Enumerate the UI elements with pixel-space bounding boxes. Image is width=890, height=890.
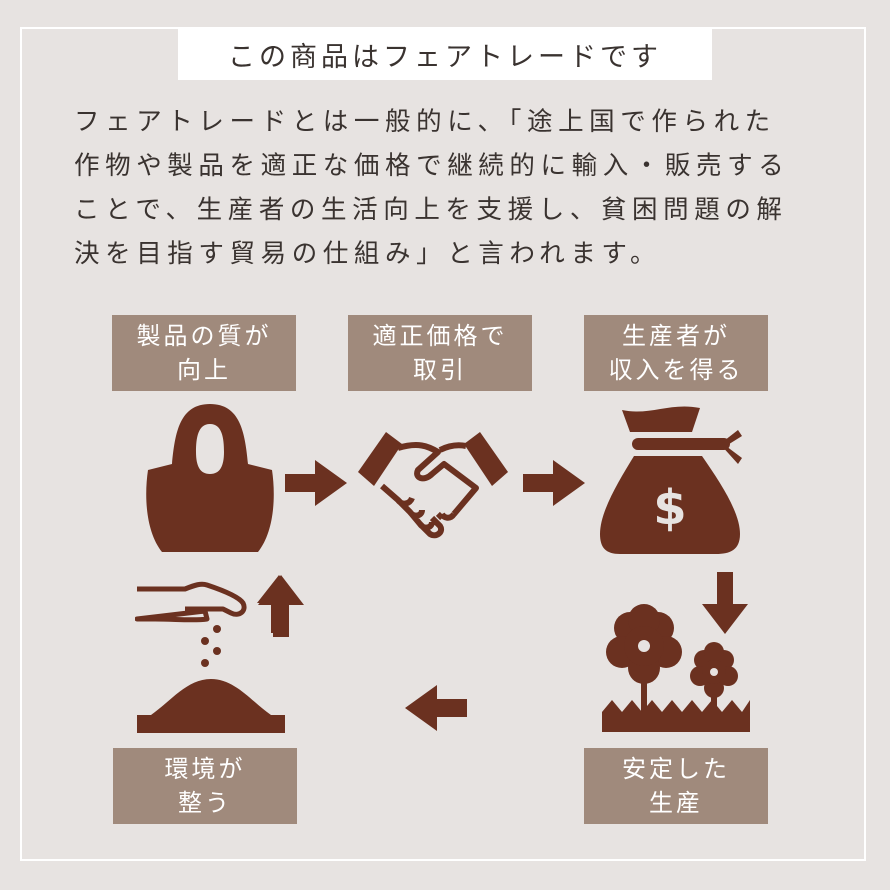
label-environment: 環境が 整う	[113, 748, 297, 824]
page-title: この商品はフェアトレードです	[178, 28, 712, 80]
handshake-icon	[358, 432, 508, 539]
label-income: 生産者が 収入を得る	[584, 315, 768, 391]
description-line: フェアトレードとは一般的に、「途上国で作られた	[74, 107, 776, 137]
label-line: 安定した	[622, 755, 730, 783]
arrow-right-icon	[523, 460, 585, 506]
arrow-up-icon	[258, 575, 304, 637]
flowers-icon	[602, 604, 750, 732]
label-line: 整う	[178, 789, 232, 817]
label-line: 向上	[177, 356, 231, 384]
label-line: 生産者が	[622, 322, 730, 350]
money-bag-icon: $	[600, 406, 742, 554]
description-line: 決を目指す貿易の仕組み」と言われます。	[74, 239, 662, 269]
arrow-left-icon	[405, 685, 467, 731]
description: フェアトレードとは一般的に、「途上国で作られた 作物や製品を適正な価格で継続的に…	[74, 100, 824, 276]
label-stable-production: 安定した 生産	[584, 748, 768, 824]
label-line: 取引	[413, 356, 467, 384]
label-line: 生産	[649, 789, 703, 817]
arrow-down-icon	[702, 572, 748, 634]
label-quality: 製品の質が 向上	[112, 315, 296, 391]
description-line: ことで、生産者の生活向上を支援し、貧困問題の解	[74, 195, 788, 225]
label-fair-price: 適正価格で 取引	[348, 315, 532, 391]
tote-bag-icon	[146, 404, 274, 552]
label-line: 適正価格で	[372, 322, 508, 350]
svg-text:$: $	[653, 480, 686, 536]
description-line: 作物や製品を適正な価格で継続的に輸入・販売する	[74, 151, 790, 181]
label-line: 収入を得る	[608, 356, 744, 384]
label-line: 環境が	[164, 755, 246, 783]
arrow-right-icon	[285, 460, 347, 506]
label-line: 製品の質が	[136, 322, 272, 350]
